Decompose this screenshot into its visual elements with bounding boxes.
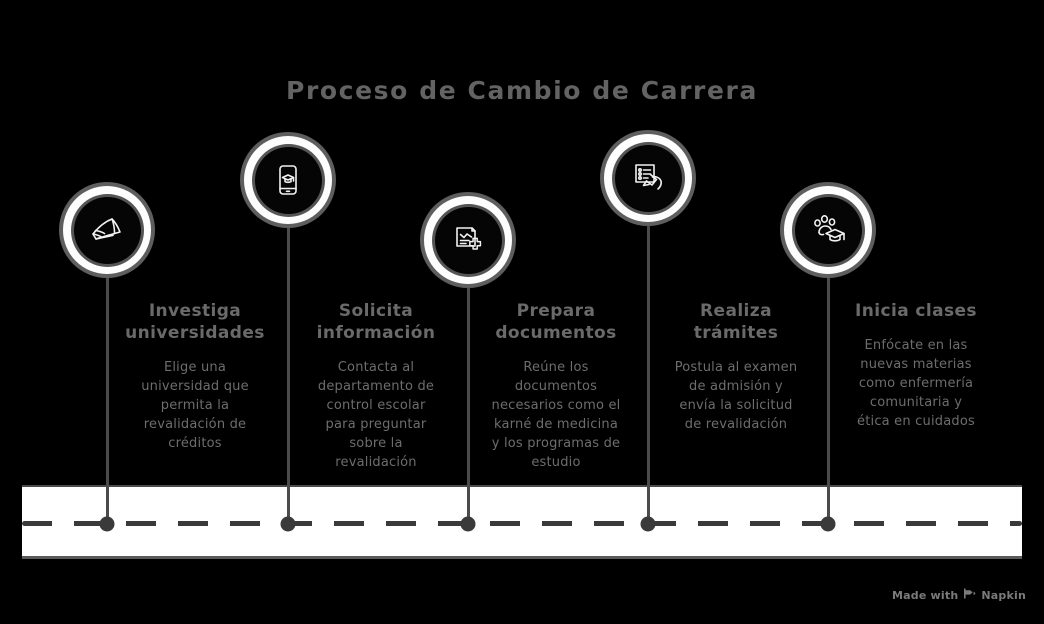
node-ring-inner-2 [251, 143, 325, 217]
step-heading-4: Realiza trámites [693, 301, 779, 343]
open-book-icon [87, 210, 127, 250]
node-core-5 [794, 196, 862, 264]
step-node-4[interactable] [600, 130, 696, 226]
step-body-1: Elige una universidad que permita la rev… [141, 360, 249, 451]
paw-graduation-cap-icon [808, 210, 848, 250]
watermark-label: Made with [892, 588, 959, 602]
node-ring-white-3 [424, 196, 512, 284]
step-text-3: Prepara documentos Reúne los documentos … [474, 300, 638, 472]
step-text-2: Solicita información Contacta al departa… [294, 300, 458, 472]
stem-dot-step-5 [820, 516, 836, 532]
node-ring-inner-3 [431, 203, 505, 277]
step-node-1[interactable] [59, 182, 155, 278]
node-ring-white-1 [63, 186, 151, 274]
step-body-2: Contacta al departamento de control esco… [317, 360, 435, 470]
step-heading-2: Solicita información [316, 301, 436, 343]
node-core-3 [434, 206, 502, 274]
node-ring-white-4 [604, 134, 692, 222]
node-ring-white-5 [784, 186, 872, 274]
step-text-1: Investiga universidades Elige una univer… [113, 300, 277, 453]
stem-dot-step-4 [640, 516, 656, 532]
napkin-watermark: Made with Napkin [892, 588, 1026, 602]
step-body-3: Reúne los documentos necesarios como el … [491, 360, 621, 470]
stem-dot-step-3 [460, 516, 476, 532]
stem-step-3 [467, 288, 470, 524]
node-ring-inner-1 [70, 193, 144, 267]
node-core-1 [73, 196, 141, 264]
step-body-5: Enfócate en las nuevas materias como enf… [857, 338, 975, 429]
node-core-4 [614, 144, 682, 212]
road-bottom-edge [22, 556, 1022, 559]
step-heading-1: Investiga universidades [125, 301, 265, 343]
stem-step-1 [106, 278, 109, 524]
road-top-edge [22, 485, 1022, 488]
node-ring-white-2 [244, 136, 332, 224]
step-node-5[interactable] [780, 182, 876, 278]
node-ring-inner-4 [611, 141, 685, 215]
stem-step-5 [827, 278, 830, 524]
napkin-logo-icon [963, 588, 976, 602]
step-heading-3: Prepara documentos [495, 301, 617, 343]
step-text-5: Inicia clases Enfócate en las nuevas mat… [834, 300, 998, 431]
stem-step-2 [287, 228, 290, 524]
step-text-4: Realiza trámites Postula al examen de ad… [654, 300, 818, 434]
step-node-2[interactable] [240, 132, 336, 228]
hand-writing-form-icon [628, 158, 668, 198]
stem-dot-step-1 [99, 516, 115, 532]
medical-document-icon [448, 220, 488, 260]
node-ring-inner-5 [791, 193, 865, 267]
watermark-brand: Napkin [981, 588, 1026, 602]
step-heading-5: Inicia clases [855, 301, 977, 321]
page-title: Proceso de Cambio de Carrera [286, 76, 758, 105]
stem-step-4 [647, 226, 650, 524]
phone-graduation-cap-icon [268, 160, 308, 200]
step-body-4: Postula al examen de admisión y envía la… [674, 360, 798, 432]
step-node-3[interactable] [420, 192, 516, 288]
node-core-2 [254, 146, 322, 214]
stem-dot-step-2 [280, 516, 296, 532]
road-dashed-centerline [22, 521, 1022, 526]
